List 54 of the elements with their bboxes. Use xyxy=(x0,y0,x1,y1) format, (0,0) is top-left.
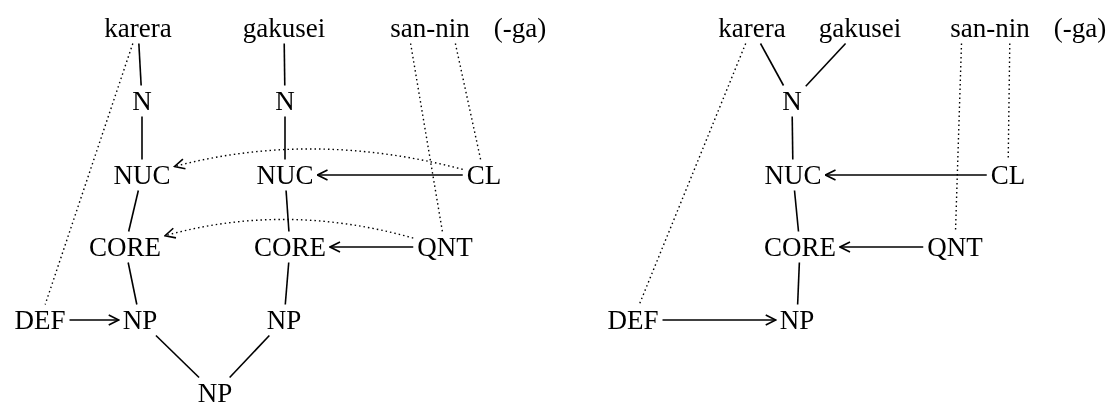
tree-branch xyxy=(759,42,785,87)
tree-node-label: NP xyxy=(195,378,235,406)
tree-node-label: CL xyxy=(464,160,504,190)
tree-branch xyxy=(285,189,290,233)
tree-node-label: CL xyxy=(988,160,1028,190)
tree-branch xyxy=(127,261,138,306)
dotted-link xyxy=(454,42,482,161)
arrow xyxy=(329,241,415,253)
tree-branch xyxy=(793,189,800,233)
tree-node-label: DEF xyxy=(12,305,68,335)
arrow xyxy=(173,148,464,171)
tree-node-label: CORE xyxy=(87,232,163,262)
tree-node-label: gakusei xyxy=(816,13,904,43)
arrow xyxy=(68,314,120,326)
tree-branch xyxy=(141,115,143,161)
tree-branch xyxy=(796,261,801,306)
tree-node-label: NP xyxy=(777,305,817,335)
tree-node-label: NP xyxy=(264,305,304,335)
arrow xyxy=(839,241,925,253)
tree-node-label: NUC xyxy=(254,160,316,190)
tree-node-label: QNT xyxy=(925,232,985,262)
tree-node-label: gakusei xyxy=(240,13,328,43)
arrow xyxy=(661,314,777,326)
tree-node-label: N xyxy=(780,86,804,116)
tree-branch xyxy=(284,261,290,306)
tree-node-label: NP xyxy=(120,305,160,335)
tree-node-label: karera xyxy=(716,13,788,43)
tree-branch xyxy=(284,115,286,161)
dotted-link xyxy=(638,42,747,306)
tree-branch xyxy=(228,334,271,379)
tree-node-label: DEF xyxy=(605,305,661,335)
tree-branch xyxy=(138,42,142,87)
arrow xyxy=(824,169,988,181)
tree-node-label: CORE xyxy=(252,232,328,262)
tree-node-label: CORE xyxy=(762,232,838,262)
dotted-link xyxy=(44,42,134,306)
dotted-link xyxy=(409,42,444,233)
arrow xyxy=(316,169,464,181)
tree-branch xyxy=(791,115,794,161)
tree-node-label: QNT xyxy=(415,232,475,262)
tree-node-label: karera xyxy=(102,13,174,43)
tree-branch xyxy=(804,42,847,88)
tree-node-label: NUC xyxy=(762,160,824,190)
tree-node-label: san-nin xyxy=(388,13,472,43)
tree-branch xyxy=(127,189,140,233)
arrow xyxy=(164,218,414,239)
particle-label: (-ga) xyxy=(492,13,548,43)
tree-node-label: NUC xyxy=(111,160,173,190)
tree-node-label: N xyxy=(130,86,154,116)
tree-node-label: N xyxy=(273,86,297,116)
tree-node-label: san-nin xyxy=(948,13,1032,43)
tree-branch xyxy=(155,334,200,379)
tree-branch xyxy=(283,42,286,87)
particle-label: (-ga) xyxy=(1052,13,1108,43)
